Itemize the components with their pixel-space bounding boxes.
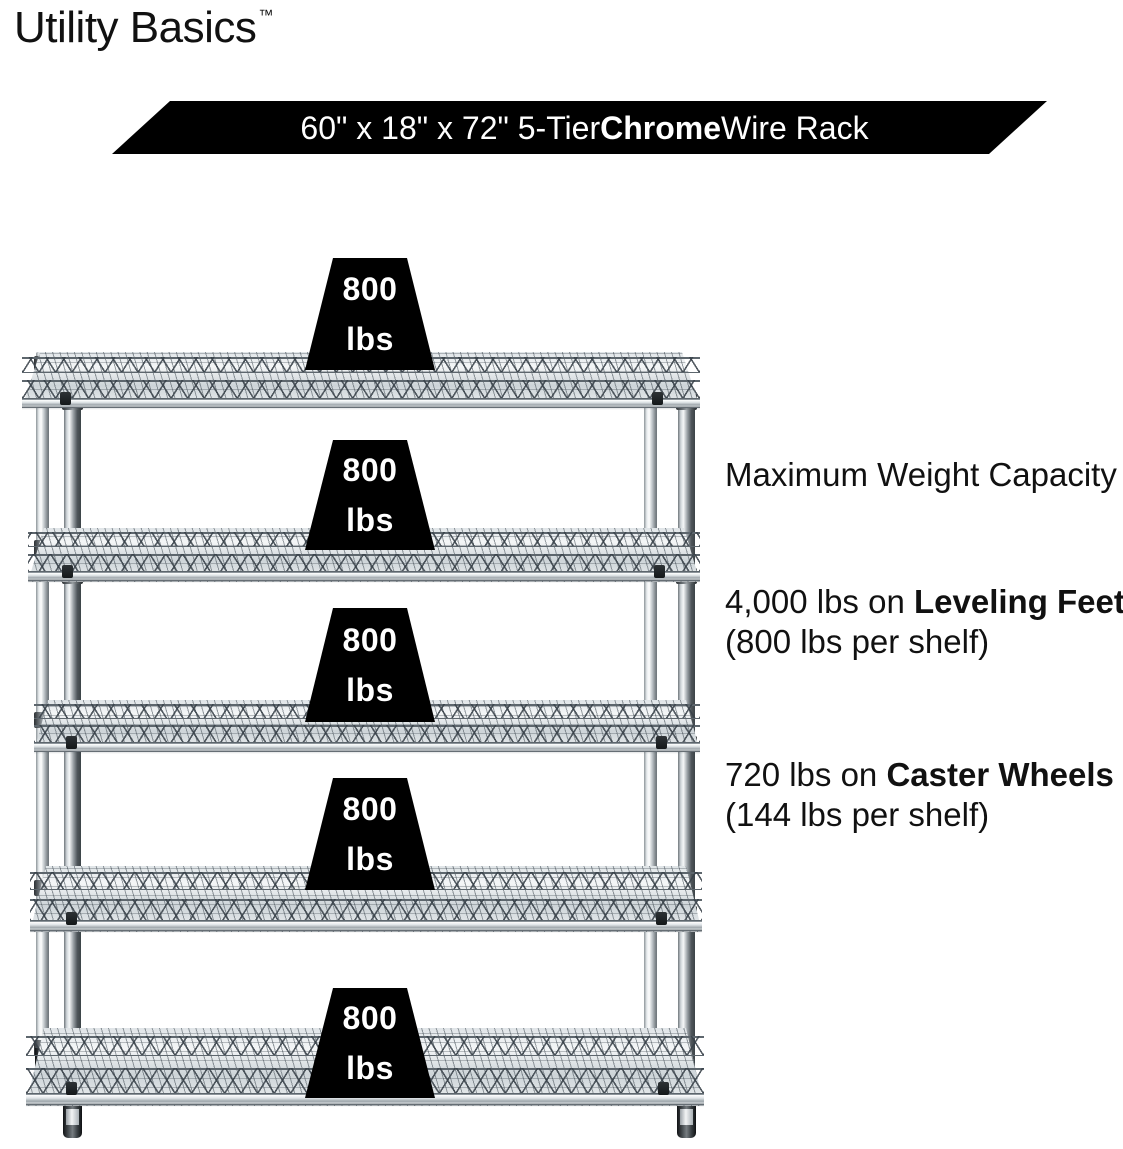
- badge-weight-number: 800: [342, 1000, 398, 1036]
- capacity-heading: Maximum Weight Capacity: [725, 456, 1117, 493]
- leveling-feet-value: 4,000 lbs on: [725, 583, 914, 620]
- badge-weight-unit: lbs: [346, 502, 394, 538]
- badge-weight-number: 800: [342, 791, 398, 827]
- title-finish: Chrome: [600, 109, 722, 146]
- badge-weight-unit: lbs: [346, 1050, 394, 1086]
- badge-weight-unit: lbs: [346, 321, 394, 357]
- badge-weight-unit: lbs: [346, 672, 394, 708]
- leveling-feet-detail: (800 lbs per shelf): [725, 623, 990, 661]
- shelf-clip-left: [60, 392, 71, 405]
- shelf-clip-right: [654, 565, 665, 578]
- capacity-caster-wheels: 720 lbs on Caster Wheels (144 lbs per sh…: [725, 755, 1123, 836]
- shelf-truss-lower: [30, 899, 702, 921]
- caster-wheels-label: Caster Wheels: [886, 756, 1114, 793]
- caster-wheels-value: 720 lbs on: [725, 756, 887, 793]
- shelf-truss-lower: [34, 725, 700, 743]
- trademark-symbol: ™: [258, 7, 274, 24]
- badge-weight-number: 800: [342, 452, 398, 488]
- badge-weight-number: 800: [342, 271, 398, 307]
- shelf-truss-lower: [28, 554, 700, 572]
- shelf-clip-right: [658, 1082, 669, 1095]
- shelf-clip-left: [66, 736, 77, 749]
- shelf-front-rail: [28, 572, 700, 581]
- leveling-foot-front-left: [63, 1100, 82, 1138]
- shelf-clip-left: [62, 565, 73, 578]
- badge-weight-unit: lbs: [346, 841, 394, 877]
- leveling-foot-front-right: [677, 1100, 696, 1138]
- shelf-truss-lower: [22, 380, 700, 399]
- wire-rack-illustration: [22, 352, 704, 1138]
- shelf-clip-left: [66, 1082, 77, 1095]
- product-title-banner: 60" x 18" x 72" 5-Tier Chrome Wire Rack: [112, 101, 1047, 154]
- shelf-front-rail: [34, 743, 700, 752]
- shelf-clip-right: [656, 736, 667, 749]
- badge-weight-number: 800: [342, 622, 398, 658]
- leveling-feet-label: Leveling Feet: [913, 583, 1123, 620]
- shelf-clip-left: [66, 912, 77, 925]
- shelf-clip-right: [656, 912, 667, 925]
- shelf-front-rail: [22, 399, 700, 408]
- shelf-clip-right: [652, 392, 663, 405]
- caster-wheels-detail: (144 lbs per shelf): [725, 796, 990, 834]
- shelf-front-rail: [30, 921, 702, 931]
- title-dimensions: 60" x 18" x 72" 5-Tier: [300, 109, 601, 146]
- title-type: Wire Rack: [721, 109, 869, 146]
- capacity-leveling-feet: 4,000 lbs on Leveling Feet (800 lbs per …: [725, 582, 1123, 663]
- brand-name: Utility Basics: [14, 3, 257, 52]
- product-title-text: 60" x 18" x 72" 5-Tier Chrome Wire Rack: [112, 101, 1047, 154]
